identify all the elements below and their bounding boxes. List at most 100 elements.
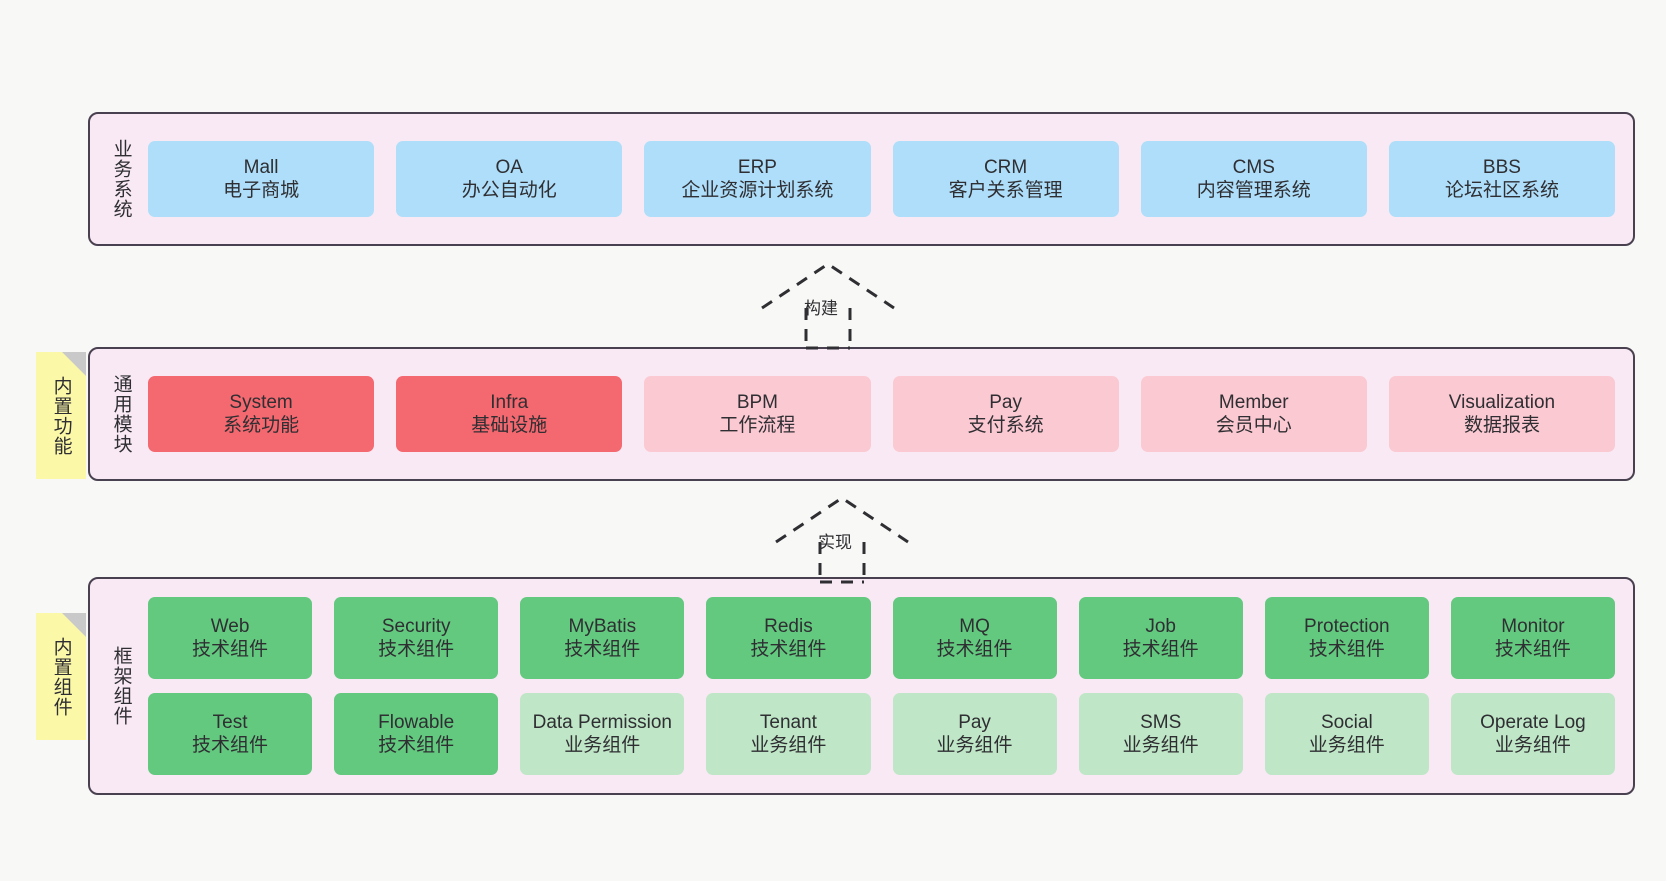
node-subtitle: 业务组件	[1122, 735, 1199, 756]
node-name: ERP	[737, 156, 777, 178]
node-bpm[interactable]: BPM 工作流程	[644, 376, 871, 452]
node-subtitle: 业务组件	[750, 735, 827, 756]
connector-implement: 实现	[772, 492, 912, 584]
node-visualization[interactable]: Visualization 数据报表	[1388, 376, 1616, 452]
node-operate-log[interactable]: Operate Log 业务组件	[1450, 693, 1615, 775]
node-subtitle: 基础设施	[471, 415, 548, 436]
node-erp[interactable]: ERP 企业资源计划系统	[644, 141, 871, 217]
node-flowable[interactable]: Flowable 技术组件	[334, 693, 499, 775]
node-sms[interactable]: SMS 业务组件	[1078, 693, 1243, 775]
node-subtitle: 技术组件	[192, 735, 269, 756]
node-test[interactable]: Test 技术组件	[148, 693, 313, 775]
node-job[interactable]: Job 技术组件	[1078, 597, 1243, 679]
layer-body-business-systems: Mall 电子商城 OA 办公自动化 ERP 企业资源计划系统 CRM 客户关系…	[142, 114, 1633, 244]
node-bbs[interactable]: BBS 论坛社区系统	[1388, 141, 1616, 217]
node-social[interactable]: Social 业务组件	[1264, 693, 1429, 775]
connector-label-build: 构建	[804, 299, 838, 318]
node-subtitle: 业务组件	[564, 735, 641, 756]
node-mq[interactable]: MQ 技术组件	[892, 597, 1057, 679]
node-subtitle: 技术组件	[192, 639, 269, 660]
node-subtitle: 企业资源计划系统	[681, 180, 834, 201]
node-infra[interactable]: Infra 基础设施	[396, 376, 623, 452]
node-pay-module[interactable]: Pay 支付系统	[892, 376, 1119, 452]
node-name: SMS	[1140, 711, 1182, 733]
node-name: OA	[495, 156, 523, 178]
node-row: Web 技术组件 Security 技术组件 MyBatis 技术组件 Redi…	[148, 597, 1615, 679]
dashed-generalization-arrow-icon	[761, 262, 895, 350]
node-monitor[interactable]: Monitor 技术组件	[1450, 597, 1615, 679]
node-tenant[interactable]: Tenant 业务组件	[706, 693, 871, 775]
node-row: Test 技术组件 Flowable 技术组件 Data Permission …	[148, 693, 1615, 775]
node-cms[interactable]: CMS 内容管理系统	[1140, 141, 1367, 217]
node-row: System 系统功能 Infra 基础设施 BPM 工作流程 Pay 支付系统…	[148, 376, 1616, 452]
connector-build: 构建	[758, 258, 898, 350]
node-name: Flowable	[378, 711, 455, 733]
node-subtitle: 技术组件	[564, 639, 641, 660]
node-name: MyBatis	[568, 615, 637, 637]
node-security[interactable]: Security 技术组件	[334, 597, 499, 679]
node-name: Monitor	[1501, 615, 1565, 637]
node-subtitle: 内容管理系统	[1196, 180, 1311, 201]
node-crm[interactable]: CRM 客户关系管理	[892, 141, 1119, 217]
node-subtitle: 论坛社区系统	[1444, 180, 1559, 201]
sticky-note-label: 内置组件	[50, 636, 72, 717]
node-name: Web	[210, 615, 250, 637]
node-name: BBS	[1482, 156, 1521, 178]
node-name: Tenant	[759, 711, 817, 733]
node-name: Visualization	[1448, 391, 1556, 413]
node-name: Infra	[490, 391, 529, 413]
node-subtitle: 技术组件	[378, 735, 455, 756]
sticky-note-builtin-features: 内置功能	[36, 352, 86, 479]
node-protection[interactable]: Protection 技术组件	[1264, 597, 1429, 679]
node-member[interactable]: Member 会员中心	[1140, 376, 1367, 452]
node-redis[interactable]: Redis 技术组件	[706, 597, 871, 679]
node-subtitle: 业务组件	[936, 735, 1013, 756]
node-subtitle: 技术组件	[378, 639, 455, 660]
node-subtitle: 技术组件	[1122, 639, 1199, 660]
node-subtitle: 数据报表	[1463, 415, 1540, 436]
node-subtitle: 技术组件	[1308, 639, 1385, 660]
node-mybatis[interactable]: MyBatis 技术组件	[520, 597, 685, 679]
sticky-fold-icon	[62, 352, 86, 376]
connector-label-implement: 实现	[818, 533, 852, 552]
layer-business-systems: 业务系统 Mall 电子商城 OA 办公自动化 ERP 企业资源计划系统 CRM	[88, 112, 1635, 246]
node-subtitle: 工作流程	[719, 415, 796, 436]
node-name: Data Permission	[532, 711, 672, 733]
node-subtitle: 会员中心	[1215, 415, 1292, 436]
node-subtitle: 支付系统	[967, 415, 1044, 436]
node-pay-component[interactable]: Pay 业务组件	[892, 693, 1057, 775]
node-subtitle: 业务组件	[1308, 735, 1385, 756]
node-subtitle: 客户关系管理	[948, 180, 1063, 201]
node-oa[interactable]: OA 办公自动化	[396, 141, 623, 217]
node-data-permission[interactable]: Data Permission 业务组件	[520, 693, 685, 775]
node-web[interactable]: Web 技术组件	[148, 597, 313, 679]
sticky-fold-icon	[62, 613, 86, 637]
layer-title-framework-components: 框架组件	[110, 646, 132, 726]
node-name: CMS	[1232, 156, 1275, 178]
node-name: Social	[1320, 711, 1373, 733]
node-name: Redis	[764, 615, 813, 637]
node-mall[interactable]: Mall 电子商城	[148, 141, 375, 217]
node-subtitle: 技术组件	[1494, 639, 1571, 660]
sticky-note-label: 内置功能	[50, 375, 72, 456]
node-name: Operate Log	[1480, 711, 1586, 733]
layer-common-modules: 通用模块 System 系统功能 Infra 基础设施 BPM 工作流程 Pay	[88, 347, 1635, 481]
node-subtitle: 电子商城	[223, 180, 300, 201]
node-row: Mall 电子商城 OA 办公自动化 ERP 企业资源计划系统 CRM 客户关系…	[148, 141, 1616, 217]
node-name: Test	[212, 711, 248, 733]
node-name: Pay	[958, 711, 991, 733]
node-system[interactable]: System 系统功能	[148, 376, 375, 452]
layer-title-common-modules: 通用模块	[110, 374, 132, 454]
layer-body-common-modules: System 系统功能 Infra 基础设施 BPM 工作流程 Pay 支付系统…	[142, 349, 1633, 479]
node-subtitle: 技术组件	[750, 639, 827, 660]
layer-body-framework-components: Web 技术组件 Security 技术组件 MyBatis 技术组件 Redi…	[142, 579, 1633, 793]
node-name: Member	[1218, 391, 1289, 413]
node-subtitle: 办公自动化	[461, 180, 557, 201]
layer-framework-components: 框架组件 Web 技术组件 Security 技术组件 MyBatis 技术组件…	[88, 577, 1635, 795]
sticky-note-builtin-components: 内置组件	[36, 613, 86, 740]
node-name: CRM	[983, 156, 1028, 178]
dashed-generalization-arrow-icon	[775, 496, 909, 584]
node-name: BPM	[736, 391, 779, 413]
node-name: Pay	[989, 391, 1022, 413]
